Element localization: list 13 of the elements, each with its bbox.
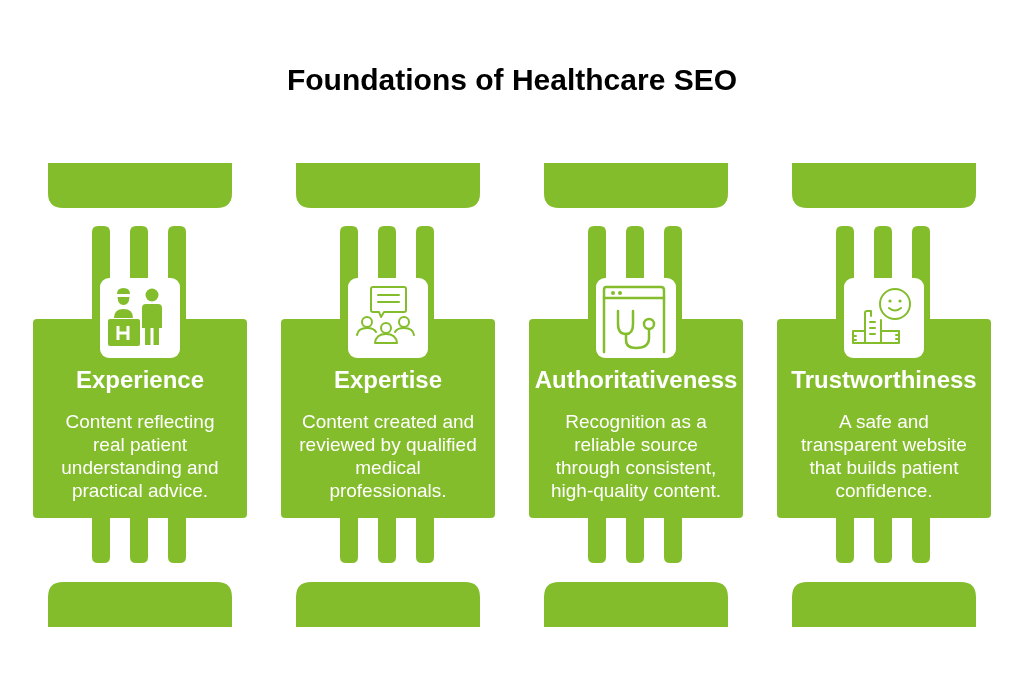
pillar-heading: Authoritativeness [534, 366, 738, 394]
diagram-title: Foundations of Healthcare SEO [286, 62, 738, 98]
pillar-description: Content created and reviewed by qualified medical professionals. [298, 410, 478, 502]
pillar-heading: Trustworthiness [791, 366, 977, 394]
pillar-description: A safe and transparent website that builds patient confidence. [800, 410, 968, 502]
info-panel [33, 319, 247, 518]
pillar-description: Recognition as a reliable source through consistent, high-quality content. [549, 410, 723, 502]
info-panel [777, 319, 991, 518]
info-panel [281, 319, 495, 518]
pillar-description: Content reflecting real patient understanding and practical advice. [60, 410, 220, 502]
info-panel [529, 319, 743, 518]
pillar-heading: Experience [75, 366, 205, 394]
pillar-heading: Expertise [333, 366, 443, 394]
